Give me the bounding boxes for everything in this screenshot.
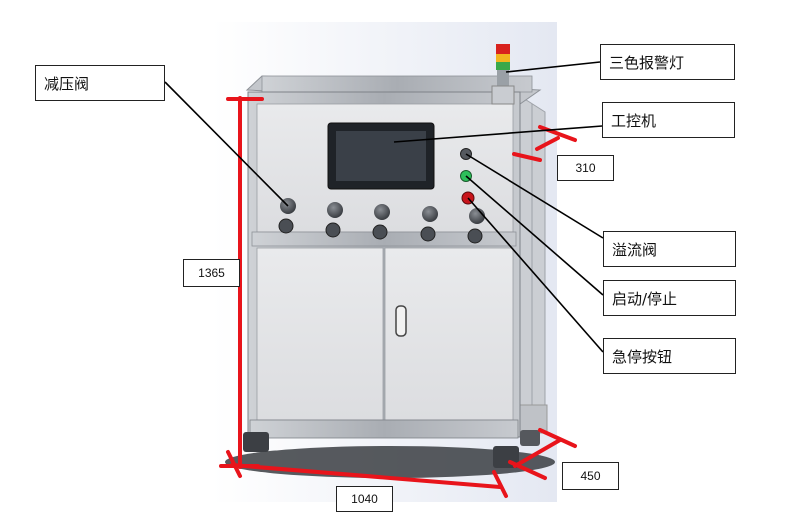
valve-knobs [278,218,483,244]
leader-alarm-light [505,61,601,73]
dimension-lines [219,96,577,498]
depth-bottom-dimension-line [513,438,562,468]
dimension-height-value: 1365 [183,259,240,287]
width-dimension-line [230,463,502,489]
alarm-light-tower [491,44,515,105]
label-overflow-valve: 溢流阀 [603,231,736,267]
label-emergency-stop-button: 急停按钮 [603,338,736,374]
leader-lines [164,61,604,353]
bottom-rail [249,419,519,439]
leader-industrial-pc [393,125,603,143]
door-handle [395,305,407,337]
industrial-pc-screen [336,131,426,181]
leader-overflow-valve [465,153,604,239]
label-start-stop: 启动/停止 [603,280,736,316]
dimension-depth-bottom-value: 450 [562,462,619,490]
label-tri-color-alarm-light: 三色报警灯 [600,44,735,80]
label-pressure-reducing-valve: 减压阀 [35,65,165,101]
label-industrial-pc: 工控机 [602,102,735,138]
caster-wheels [243,430,540,468]
left-door [256,247,384,421]
leader-pressure-valve [164,81,289,207]
depth-top-dimension-line [535,136,560,151]
leader-emergency-stop [467,197,604,353]
leader-start-stop [465,175,604,296]
dimension-depth-top-value: 310 [557,155,614,181]
dimension-width-value: 1040 [336,486,393,512]
